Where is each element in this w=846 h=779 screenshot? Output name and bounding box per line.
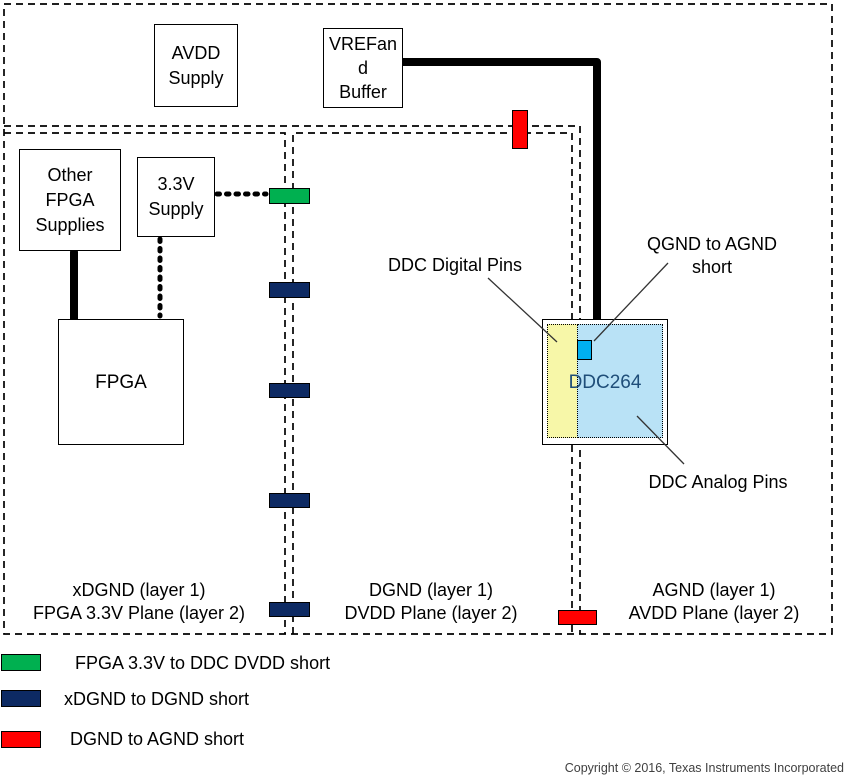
vref-buffer-box: VREFan d Buffer	[323, 28, 403, 108]
fpga33v-to-dvdd-short	[269, 188, 310, 204]
ddc-analog-pins-label: DDC Analog Pins	[648, 472, 788, 492]
xdgnd-to-dgnd-short-2	[269, 383, 310, 398]
qgnd-to-agnd-label-line1: QGND to AGND	[646, 234, 778, 254]
vref-buffer-label-line3: Buffer	[339, 82, 387, 102]
agnd-region-label: AGND (layer 1) AVDD Plane (layer 2)	[629, 579, 800, 625]
xdgnd-to-dgnd-short-3	[269, 493, 310, 508]
dgnd-to-agnd-short-bottom	[558, 610, 597, 625]
legend-navy-label: xDGND to DGND short	[64, 689, 250, 709]
xdgnd-region-label-line2: FPGA 3.3V Plane (layer 2)	[32, 603, 246, 623]
xdgnd-dashed-boundary	[4, 132, 286, 634]
xdgnd-region-label-line1: xDGND (layer 1)	[72, 580, 206, 600]
dgnd-region-label-line1: DGND (layer 1)	[368, 580, 493, 600]
dgnd-region-label-line2: DVDD Plane (layer 2)	[344, 603, 518, 623]
vref-buffer-label-line1: VREFan	[328, 34, 398, 54]
dgnd-inner-dashed-boundary	[292, 132, 573, 634]
legend-green-swatch	[1, 654, 41, 671]
legend-red-swatch	[1, 731, 41, 748]
dgnd-to-agnd-short-top	[512, 110, 528, 149]
fpga-label: FPGA	[95, 371, 147, 393]
ddc-digital-pins-label: DDC Digital Pins	[387, 255, 523, 275]
agnd-region-label-line1: AGND (layer 1)	[652, 580, 776, 600]
avdd-supply-label-line1: AVDD	[171, 42, 221, 63]
other-fpga-supplies-label-line2: FPGA	[45, 189, 95, 210]
avdd-supply-box: AVDD Supply	[154, 24, 238, 107]
other-fpga-supplies-label-line1: Other	[47, 164, 93, 185]
vref-trace	[402, 58, 601, 321]
dgnd-outer-dashed-boundary	[4, 125, 581, 634]
supply-33v-label-line1: 3.3V	[157, 174, 195, 194]
qgnd-to-agnd-label: QGND to AGND short	[647, 233, 777, 279]
outer-dashed-boundary	[3, 3, 833, 635]
vref-buffer-label-line2: d	[357, 58, 368, 78]
ddc264-label: DDC264	[568, 371, 642, 393]
other-fpga-supplies-label-line3: Supplies	[35, 214, 105, 235]
xdgnd-region-label: xDGND (layer 1) FPGA 3.3V Plane (layer 2…	[33, 579, 245, 625]
qgnd-pad	[577, 340, 592, 360]
dgnd-region-label: DGND (layer 1) DVDD Plane (layer 2)	[344, 579, 517, 625]
legend-navy-swatch	[1, 690, 41, 707]
fpga-box: FPGA	[58, 319, 184, 445]
other-fpga-supplies-box: Other FPGA Supplies	[19, 149, 121, 251]
xdgnd-to-dgnd-short-1	[269, 282, 310, 298]
agnd-region-label-line2: AVDD Plane (layer 2)	[628, 603, 800, 623]
qgnd-to-agnd-label-line2: short	[691, 257, 733, 277]
supply-33v-label-line2: Supply	[148, 199, 204, 219]
supply-33v-box: 3.3V Supply	[137, 157, 215, 237]
legend-red-label: DGND to AGND short	[70, 729, 245, 749]
ddc264-box: DDC264	[542, 319, 668, 445]
xdgnd-to-dgnd-short-4	[269, 602, 310, 617]
avdd-supply-label-line2: Supply	[168, 67, 224, 88]
copyright-notice: Copyright © 2016, Texas Instruments Inco…	[564, 761, 844, 775]
legend-green-label: FPGA 3.3V to DDC DVDD short	[75, 653, 331, 673]
